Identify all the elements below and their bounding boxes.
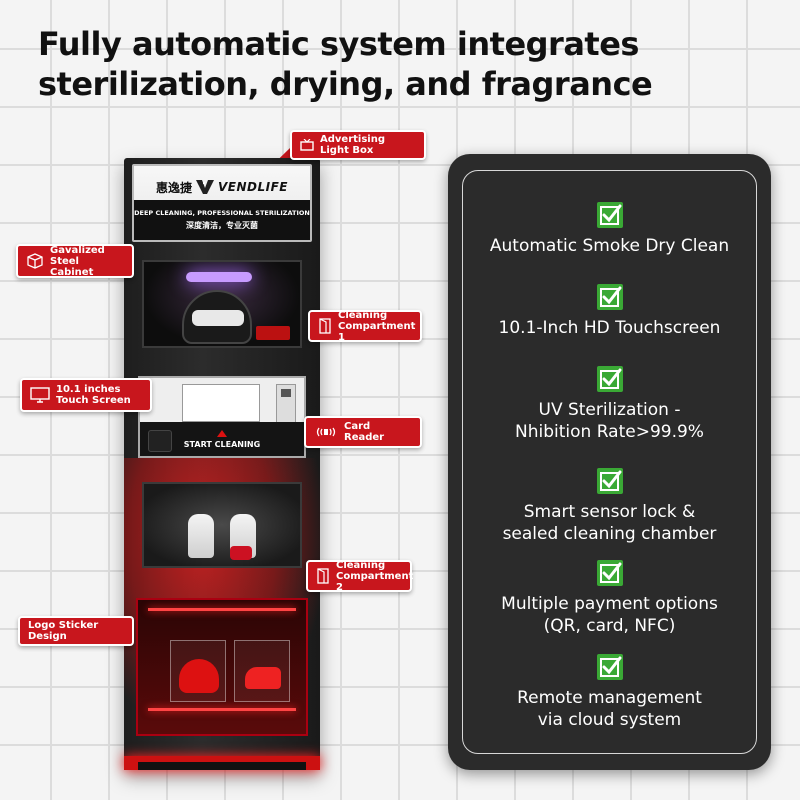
feature-item: 10.1-Inch HD Touchscreen [463, 283, 756, 339]
feature-label-line: Nhibition Rate>99.9% [515, 422, 704, 442]
check-icon [596, 468, 623, 494]
headline: Fully automatic system integrates steril… [38, 24, 738, 104]
callout-comp2-line-2: Compartment 2 [336, 570, 414, 593]
brand-cn: 惠逸捷 [155, 180, 192, 195]
callout-cardreader-text: Card Reader [344, 421, 385, 443]
callout-comp1-line-2: Compartment 1 [338, 320, 416, 343]
check-icon [596, 284, 623, 310]
headline-line-1: Fully automatic system integrates [38, 25, 639, 63]
feature-item: Multiple payment options(QR, card, NFC) [463, 559, 756, 637]
feature-panel-border: Automatic Smoke Dry Clean 10.1-Inch HD To… [462, 170, 757, 754]
control-panel: START CLEANING [138, 376, 306, 458]
callout-cleaning-compartment-2: Cleaning Compartment 2 [306, 559, 414, 593]
door-icon [318, 318, 332, 334]
tv-icon [300, 139, 314, 151]
feature-label-line: Automatic Smoke Dry Clean [489, 236, 730, 256]
display-box-helmet [170, 640, 226, 702]
callout-comp1-line-1: Cleaning [338, 309, 388, 321]
feature-label-line: Remote management [517, 688, 702, 708]
shoe-image-left [188, 514, 214, 558]
feature-label: Multiple payment options(QR, card, NFC) [463, 593, 756, 637]
shelf-light-top [148, 608, 296, 611]
feature-item: UV Sterilization -Nhibition Rate>99.9% [463, 365, 756, 443]
callout-cleaning-compartment-1: Cleaning Compartment 1 [308, 309, 422, 343]
display-box-shoe [234, 640, 290, 702]
start-cleaning-label: START CLEANING [183, 439, 261, 449]
feature-label-line: (QR, card, NFC) [543, 616, 676, 636]
slogan-band: DEEP CLEANING, PROFESSIONAL STERILIZATIO… [134, 200, 310, 240]
feature-label: Automatic Smoke Dry Clean [463, 235, 756, 257]
callout-logo-text: Logo Sticker Design [28, 620, 99, 642]
callout-cabinet-line-1: Gavalized [50, 244, 105, 256]
callout-cabinet-line-2: Steel Cabinet [50, 255, 94, 278]
brand-v-icon [196, 180, 214, 194]
cleaning-compartment-1 [142, 260, 302, 348]
shelf-light-bottom [148, 708, 296, 711]
monitor-icon [30, 387, 50, 403]
red-shoe-image [230, 546, 252, 560]
feature-label: UV Sterilization -Nhibition Rate>99.9% [463, 399, 756, 443]
feature-label-line: sealed cleaning chamber [502, 524, 717, 544]
slogan-cn: 深度清洁，专业灭菌 [186, 221, 258, 230]
feature-label-line: via cloud system [537, 710, 682, 730]
feature-panel: Automatic Smoke Dry Clean 10.1-Inch HD To… [448, 154, 771, 770]
feature-item: Smart sensor lock &sealed cleaning chamb… [463, 467, 756, 545]
cleaning-compartment-2 [142, 482, 302, 568]
callout-card-reader: Card Reader [304, 416, 422, 448]
red-sneaker-image [245, 667, 281, 689]
feature-label: Smart sensor lock &sealed cleaning chamb… [463, 501, 756, 545]
base-light-strip [124, 756, 320, 770]
feature-label-line: Smart sensor lock & [523, 502, 696, 522]
slogan-en: DEEP CLEANING, PROFESSIONAL STERILIZATIO… [134, 209, 310, 217]
uv-light [186, 272, 252, 282]
feature-item: Automatic Smoke Dry Clean [463, 201, 756, 257]
nfc-icon [314, 426, 338, 438]
check-icon [596, 366, 623, 392]
card-reader[interactable] [276, 384, 296, 424]
feature-label-line: UV Sterilization - [538, 400, 681, 420]
logo-sticker-area [136, 598, 308, 736]
feature-label-line: 10.1-Inch HD Touchscreen [498, 318, 721, 338]
helmet-image [182, 290, 252, 344]
vending-cleaning-machine: 惠逸捷 VENDLIFE DEEP CLEANING, PROFESSIONAL… [124, 158, 320, 770]
callout-steel-cabinet: Gavalized Steel Cabinet [16, 244, 134, 278]
check-icon [596, 202, 623, 228]
headline-line-2: sterilization, drying, and fragrance [38, 65, 653, 103]
box-icon [26, 252, 44, 270]
feature-label: 10.1-Inch HD Touchscreen [463, 317, 756, 339]
helmet-area-tag [256, 326, 290, 340]
check-icon [596, 654, 623, 680]
qr-scanner [148, 430, 172, 452]
callout-touch-screen: 10.1 inches Touch Screen [20, 378, 152, 412]
check-icon [596, 560, 623, 586]
touch-screen[interactable] [182, 384, 260, 422]
arrow-up-icon [217, 429, 227, 437]
advertising-light-box: 惠逸捷 VENDLIFE DEEP CLEANING, PROFESSIONAL… [132, 164, 312, 242]
door-icon [316, 568, 330, 584]
callout-advertising-light-box: Advertising Light Box [290, 130, 426, 160]
callout-touch-line-2: Touch Screen [56, 395, 131, 406]
callout-advertising-text: Advertising Light Box [320, 134, 385, 156]
feature-label-line: Multiple payment options [501, 594, 718, 614]
callout-touch-line-1: 10.1 inches [56, 384, 121, 395]
brand-logo: 惠逸捷 VENDLIFE [134, 172, 310, 202]
brand-en: VENDLIFE [218, 180, 288, 194]
callout-comp2-line-1: Cleaning [336, 559, 386, 571]
callout-logo-sticker: Logo Sticker Design [18, 616, 134, 646]
red-helmet-image [179, 659, 219, 693]
